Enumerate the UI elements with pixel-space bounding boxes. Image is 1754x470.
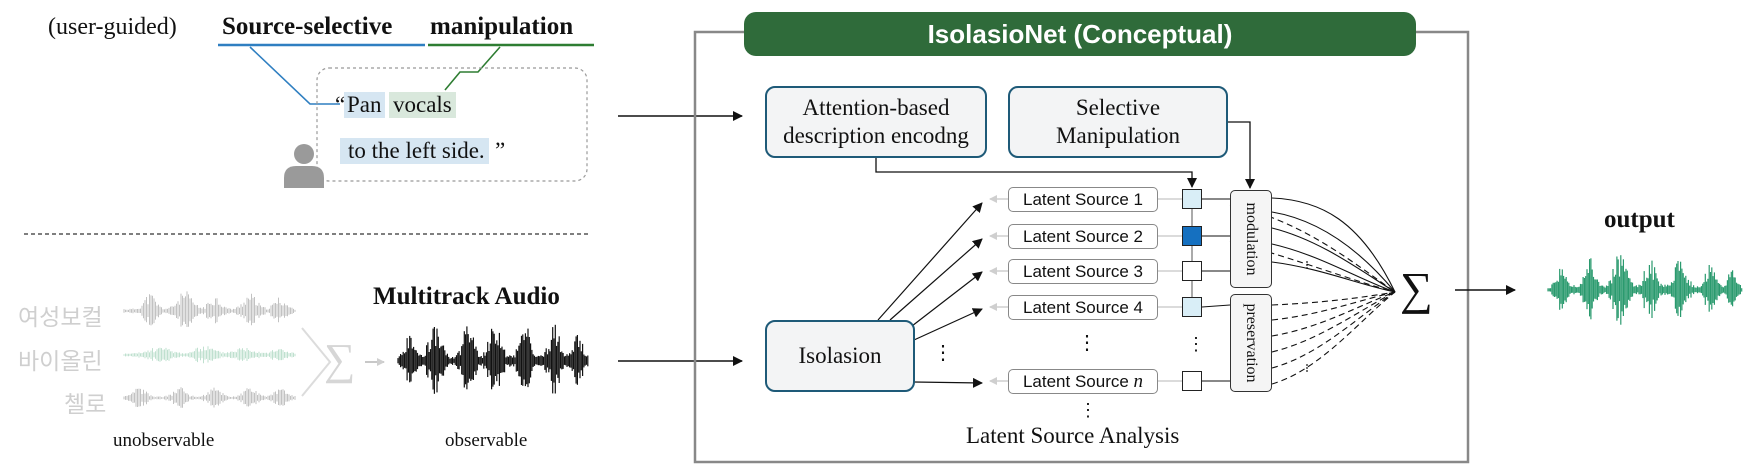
source-label-1: 여성보컬 (18, 304, 103, 330)
source-label-3: 첼로 (64, 391, 107, 417)
source-waveform-2 (123, 346, 296, 364)
modulation-block: modulation (1230, 190, 1272, 288)
selective-manipulation-box: Selective Manipulation (1008, 86, 1228, 158)
latent-analysis-label: Latent Source Analysis (966, 423, 1180, 448)
source-label-2: 바이올린 (18, 348, 103, 374)
latent-vdots: ⋮ (1077, 332, 1097, 354)
preservation-block: preservation (1230, 294, 1272, 392)
faded-sum-symbol: ∑ (324, 335, 356, 384)
multitrack-title: Multitrack Audio (373, 283, 560, 310)
source-waveform-1 (123, 291, 296, 327)
title-source-selective: Source-selective (222, 13, 393, 40)
instruction-line2: to the left side. (340, 138, 489, 164)
unobservable-label: unobservable (113, 430, 215, 451)
quote-close: ” (495, 138, 506, 163)
iso-to-ls2 (889, 238, 983, 321)
quote-open: “ (335, 92, 346, 117)
latent-n-prefix: Latent Source (1022, 372, 1134, 391)
word-vocals: vocals (389, 92, 456, 118)
source-waveform-3 (123, 387, 296, 408)
multitrack-waveform (397, 324, 589, 394)
iso-to-ls1 (877, 202, 983, 321)
latent-mask-n (1182, 371, 1202, 391)
word-pan: Pan (344, 92, 385, 118)
pan-connector (249, 46, 340, 105)
latent-source-1: Latent Source 1 (1008, 187, 1158, 212)
attention-encoding-box: Attention-based description encodng (765, 86, 987, 158)
iso-to-lsn (913, 377, 983, 388)
iso-to-ls3 (911, 271, 983, 327)
latent-source-4: Latent Source 4 (1008, 295, 1158, 320)
analysis-vdots: ⋮ (1079, 400, 1097, 420)
mask-vdots: ⋮ (1187, 334, 1205, 354)
latent-source-n: Latent Source n (1008, 369, 1158, 394)
isolasion-box: Isolasion (765, 320, 915, 392)
selective-to-modulation-arrow (1227, 121, 1255, 189)
iso-to-ls4 (913, 308, 983, 341)
person-icon (282, 142, 328, 188)
isolasion-vdots: ⋮ (933, 342, 953, 364)
observable-label: observable (445, 430, 528, 451)
net-sum-symbol: ∑ (1400, 263, 1433, 314)
latent-mask-2 (1182, 226, 1202, 246)
modulation-label: modulation (1243, 202, 1260, 276)
output-waveform (1547, 255, 1743, 325)
speech-bubble (316, 67, 588, 182)
title-manipulation: manipulation (430, 13, 574, 40)
user-guided-label: (user-guided) (48, 14, 177, 40)
latent-mask-1 (1182, 189, 1202, 209)
latent-mask-3 (1182, 261, 1202, 281)
latent-source-2: Latent Source 2 (1008, 224, 1158, 249)
latent-source-3: Latent Source 3 (1008, 259, 1158, 284)
net-title-bar: IsolasioNet (Conceptual) (744, 12, 1416, 56)
output-label: output (1604, 206, 1675, 233)
preservation-label: preservation (1243, 303, 1260, 383)
latent-n-var: n (1133, 371, 1144, 392)
vocals-connector (444, 46, 501, 91)
latent-mask-4 (1182, 297, 1202, 317)
attention-to-latent-arrow (875, 156, 1197, 188)
